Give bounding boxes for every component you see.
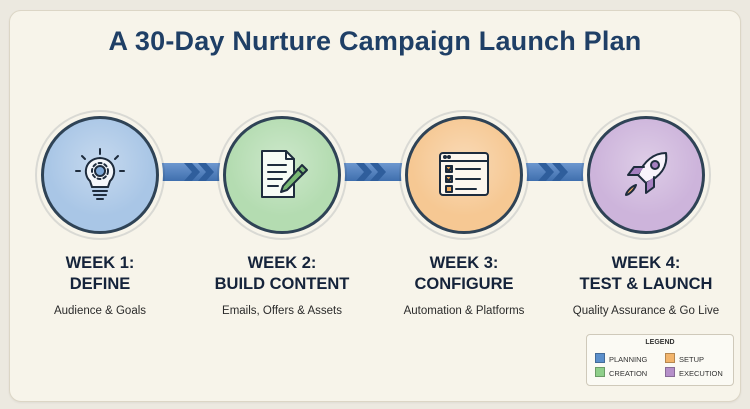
legend-swatch: [595, 367, 605, 377]
legend-item-creation: CREATION: [595, 367, 647, 378]
legend-label: EXECUTION: [679, 369, 723, 378]
document-pencil-icon: [261, 150, 308, 198]
legend-swatch: [595, 353, 605, 363]
rocket-icon: [625, 152, 668, 196]
phase-name: TEST & LAUNCH: [579, 275, 713, 293]
step-subtitle: Emails, Offers & Assets: [222, 305, 342, 317]
legend-swatch: [665, 353, 675, 363]
step-week-4: WEEK 4: TEST & LAUNCH Quality Assurance …: [561, 116, 731, 317]
phase-name: DEFINE: [69, 275, 131, 293]
legend-title: LEGEND: [645, 339, 675, 346]
lightbulb-gear-icon: [75, 148, 125, 200]
step-subtitle: Quality Assurance & Go Live: [572, 305, 720, 317]
phase-name: BUILD CONTENT: [214, 275, 350, 293]
step-week-2: WEEK 2: BUILD CONTENT Emails, Offers & A…: [197, 116, 367, 317]
step-title: WEEK 1: DEFINE: [15, 253, 185, 295]
step-week-3: WEEK 3: CONFIGURE Automation & Platforms: [379, 116, 549, 317]
checklist-window-icon: [439, 152, 489, 196]
step-title: WEEK 3: CONFIGURE: [379, 253, 549, 295]
step-title: WEEK 2: BUILD CONTENT: [197, 253, 367, 295]
step-circle: [223, 116, 341, 234]
arrow-2: [337, 163, 413, 181]
legend-item-execution: EXECUTION: [665, 367, 723, 378]
arrow-1: [155, 163, 231, 181]
step-subtitle: Automation & Platforms: [403, 305, 525, 317]
week-label: WEEK 3:: [429, 254, 499, 272]
legend-swatch: [665, 367, 675, 377]
legend-label: CREATION: [609, 369, 648, 378]
step-title: WEEK 4: TEST & LAUNCH: [561, 253, 731, 295]
legend-item-planning: PLANNING: [595, 353, 647, 364]
week-label: WEEK 2:: [247, 254, 317, 272]
step-circle: [405, 116, 523, 234]
phase-name: CONFIGURE: [414, 275, 514, 293]
legend-item-setup: SETUP: [665, 353, 704, 364]
legend: LEGEND PLANNING SETUP CREATION EXECUTION: [586, 334, 734, 386]
step-circle: [41, 116, 159, 234]
step-subtitle: Audience & Goals: [53, 305, 147, 317]
week-label: WEEK 4:: [611, 254, 681, 272]
arrow-3: [519, 163, 595, 181]
week-label: WEEK 1:: [65, 254, 135, 272]
step-week-1: WEEK 1: DEFINE Audience & Goals: [15, 116, 185, 317]
legend-label: SETUP: [679, 355, 705, 364]
step-circle: [587, 116, 705, 234]
page-title: A 30-Day Nurture Campaign Launch Plan: [108, 26, 642, 56]
legend-label: PLANNING: [609, 355, 648, 364]
